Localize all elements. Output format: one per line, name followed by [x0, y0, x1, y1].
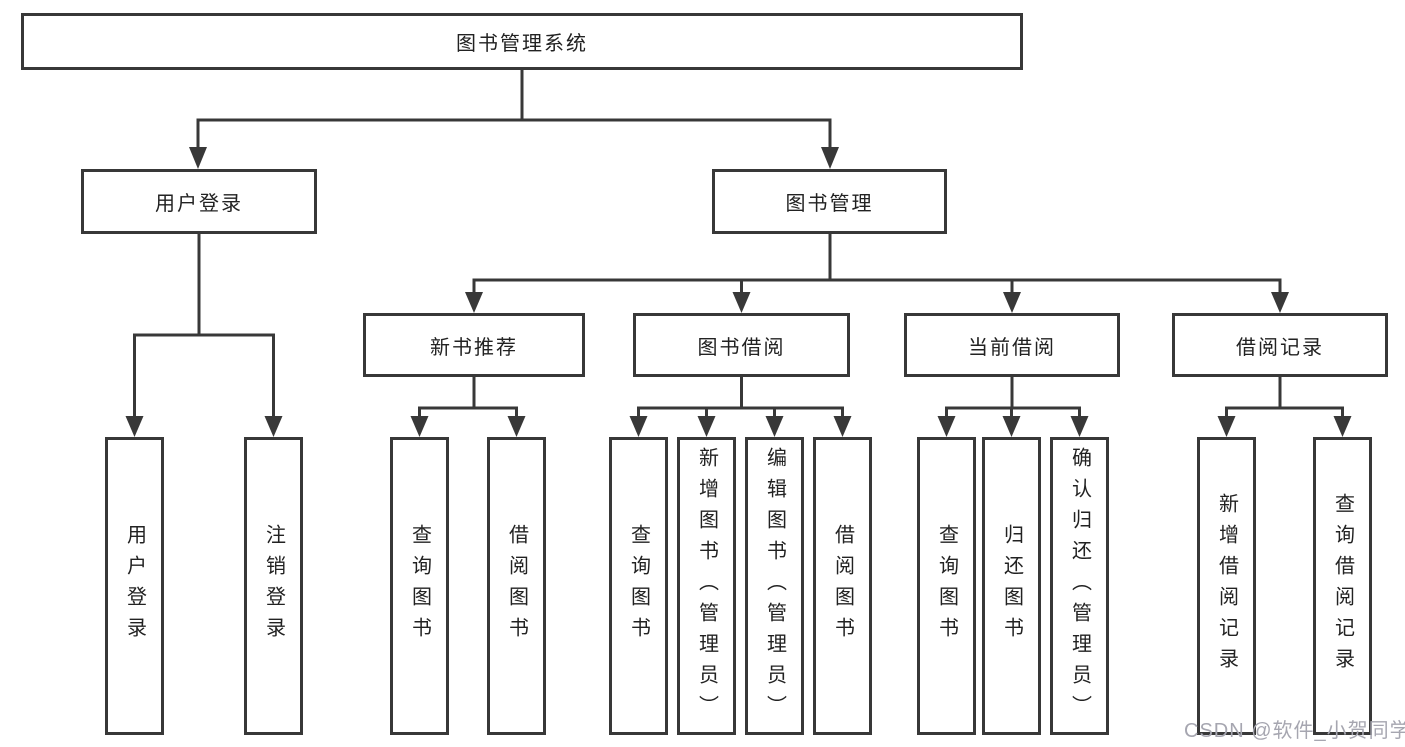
node-label: 查询图书: [627, 524, 650, 648]
node-label: 借阅图书: [505, 524, 528, 648]
leaf-query-books-borrow: 查询图书: [609, 437, 668, 735]
node-label: 编辑图书（管理员）: [763, 446, 786, 726]
node-label: 图书借阅: [697, 336, 786, 359]
leaf-add-book-admin: 新增图书（管理员）: [677, 437, 736, 735]
leaf-borrow-books-recommend: 借阅图书: [487, 437, 546, 735]
node-label: 图书管理系统: [456, 33, 588, 55]
node-label: 新增借阅记录: [1215, 493, 1238, 679]
node-label: 用户登录: [123, 524, 146, 648]
node-book-management: 图书管理: [712, 169, 947, 234]
node-label: 借阅图书: [831, 524, 854, 648]
node-label: 查询图书: [935, 524, 958, 648]
node-label: 用户登录: [155, 193, 243, 215]
node-label: 确认归还（管理员）: [1068, 446, 1091, 726]
node-current-borrowing: 当前借阅: [904, 313, 1120, 377]
leaf-query-books-current: 查询图书: [917, 437, 976, 735]
node-label: 借阅记录: [1236, 336, 1324, 359]
node-label: 注销登录: [262, 524, 285, 648]
leaf-borrow-books: 借阅图书: [813, 437, 872, 735]
leaf-logout: 注销登录: [244, 437, 303, 735]
node-label: 归还图书: [1000, 524, 1023, 648]
node-label: 查询图书: [408, 524, 431, 648]
leaf-query-books-recommend: 查询图书: [390, 437, 449, 735]
node-user-login: 用户登录: [81, 169, 317, 234]
node-label: 新增图书（管理员）: [695, 446, 718, 726]
node-label: 查询借阅记录: [1331, 493, 1354, 679]
node-library-management-system: 图书管理系统: [21, 13, 1023, 70]
leaf-edit-book-admin: 编辑图书（管理员）: [745, 437, 804, 735]
node-new-book-recommendation: 新书推荐: [363, 313, 585, 377]
leaf-user-login: 用户登录: [105, 437, 164, 735]
node-book-borrowing: 图书借阅: [633, 313, 850, 377]
node-label: 新书推荐: [430, 336, 518, 359]
leaf-return-book: 归还图书: [982, 437, 1041, 735]
leaf-add-borrow-record: 新增借阅记录: [1197, 437, 1256, 735]
csdn-watermark: CSDN @软件_小贺同学: [1184, 720, 1405, 742]
node-borrowing-records: 借阅记录: [1172, 313, 1388, 377]
leaf-query-borrow-record: 查询借阅记录: [1313, 437, 1372, 735]
node-label: 图书管理: [785, 193, 874, 215]
leaf-confirm-return-admin: 确认归还（管理员）: [1050, 437, 1109, 735]
node-label: 当前借阅: [968, 336, 1056, 359]
